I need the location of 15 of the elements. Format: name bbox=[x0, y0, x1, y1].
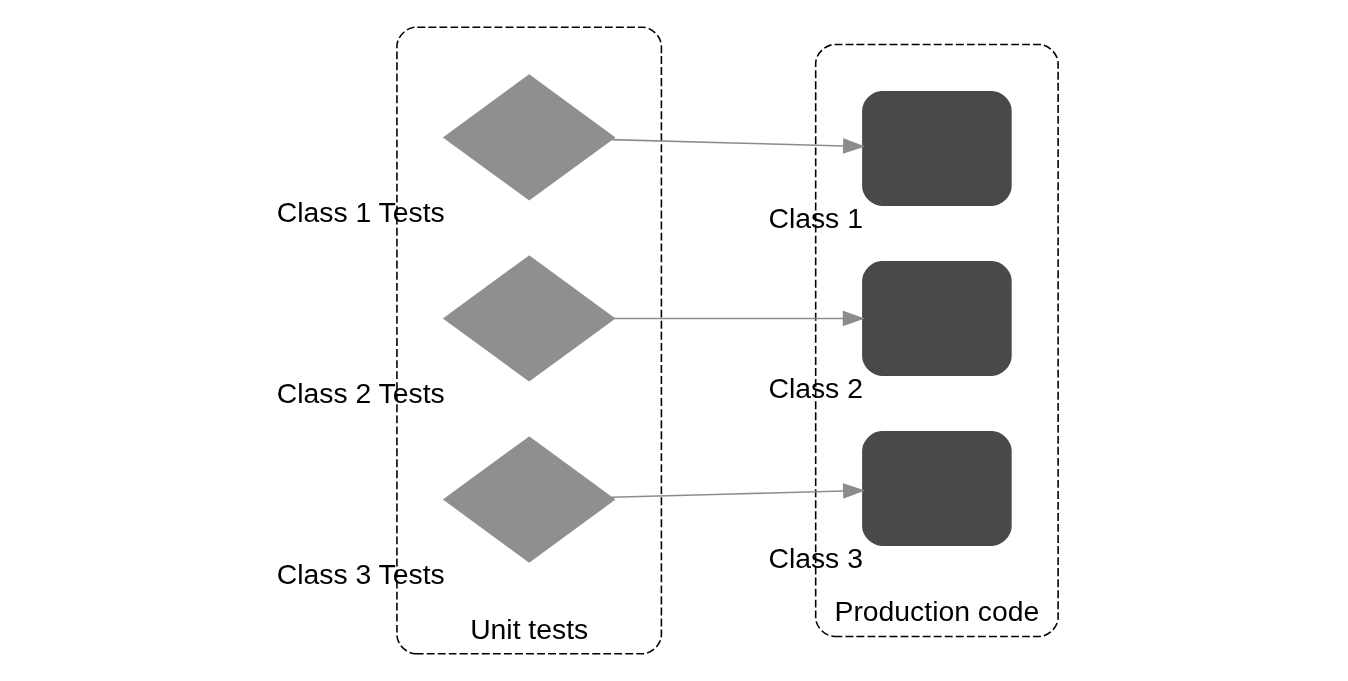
node-diamond bbox=[442, 255, 616, 382]
arrow bbox=[613, 310, 865, 327]
node-label: Class 2 bbox=[768, 371, 863, 404]
node-diamond bbox=[442, 74, 616, 201]
node-label: Class 1 bbox=[768, 201, 863, 234]
arrow bbox=[610, 483, 866, 499]
node-label: Class 3 Tests bbox=[276, 558, 445, 591]
node-diamond bbox=[442, 436, 616, 563]
node-box bbox=[862, 261, 1012, 376]
node-box bbox=[862, 431, 1012, 546]
node-label: Class 3 bbox=[768, 541, 863, 574]
node-label: Class 2 Tests bbox=[276, 377, 445, 410]
node-box bbox=[862, 91, 1012, 206]
arrow bbox=[610, 138, 866, 154]
node-label: Class 1 Tests bbox=[276, 196, 445, 229]
